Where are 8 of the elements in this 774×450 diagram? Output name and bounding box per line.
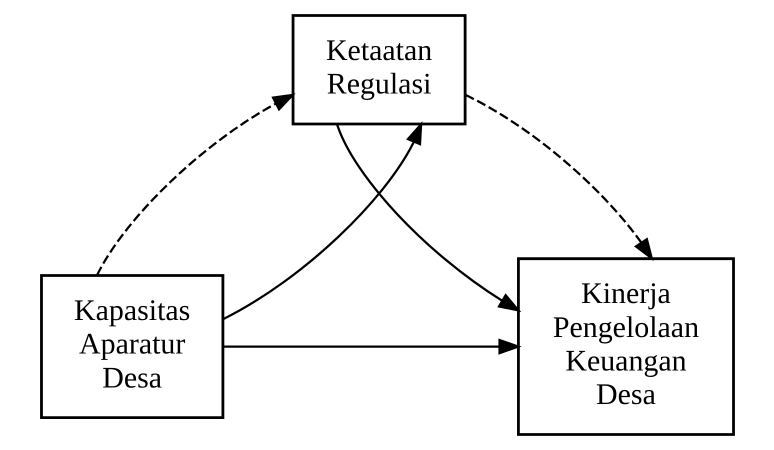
arrow [96, 93, 296, 276]
arrow [222, 338, 522, 355]
arrow [222, 121, 422, 320]
node-box: Kinerja Pengelolaan Keuangan Desa [516, 257, 734, 436]
node-box: Kapasitas Aparatur Desa [40, 274, 224, 420]
arrow [336, 124, 521, 312]
arrow [464, 94, 654, 262]
node-box: Ketaatan Regulasi [291, 14, 466, 126]
